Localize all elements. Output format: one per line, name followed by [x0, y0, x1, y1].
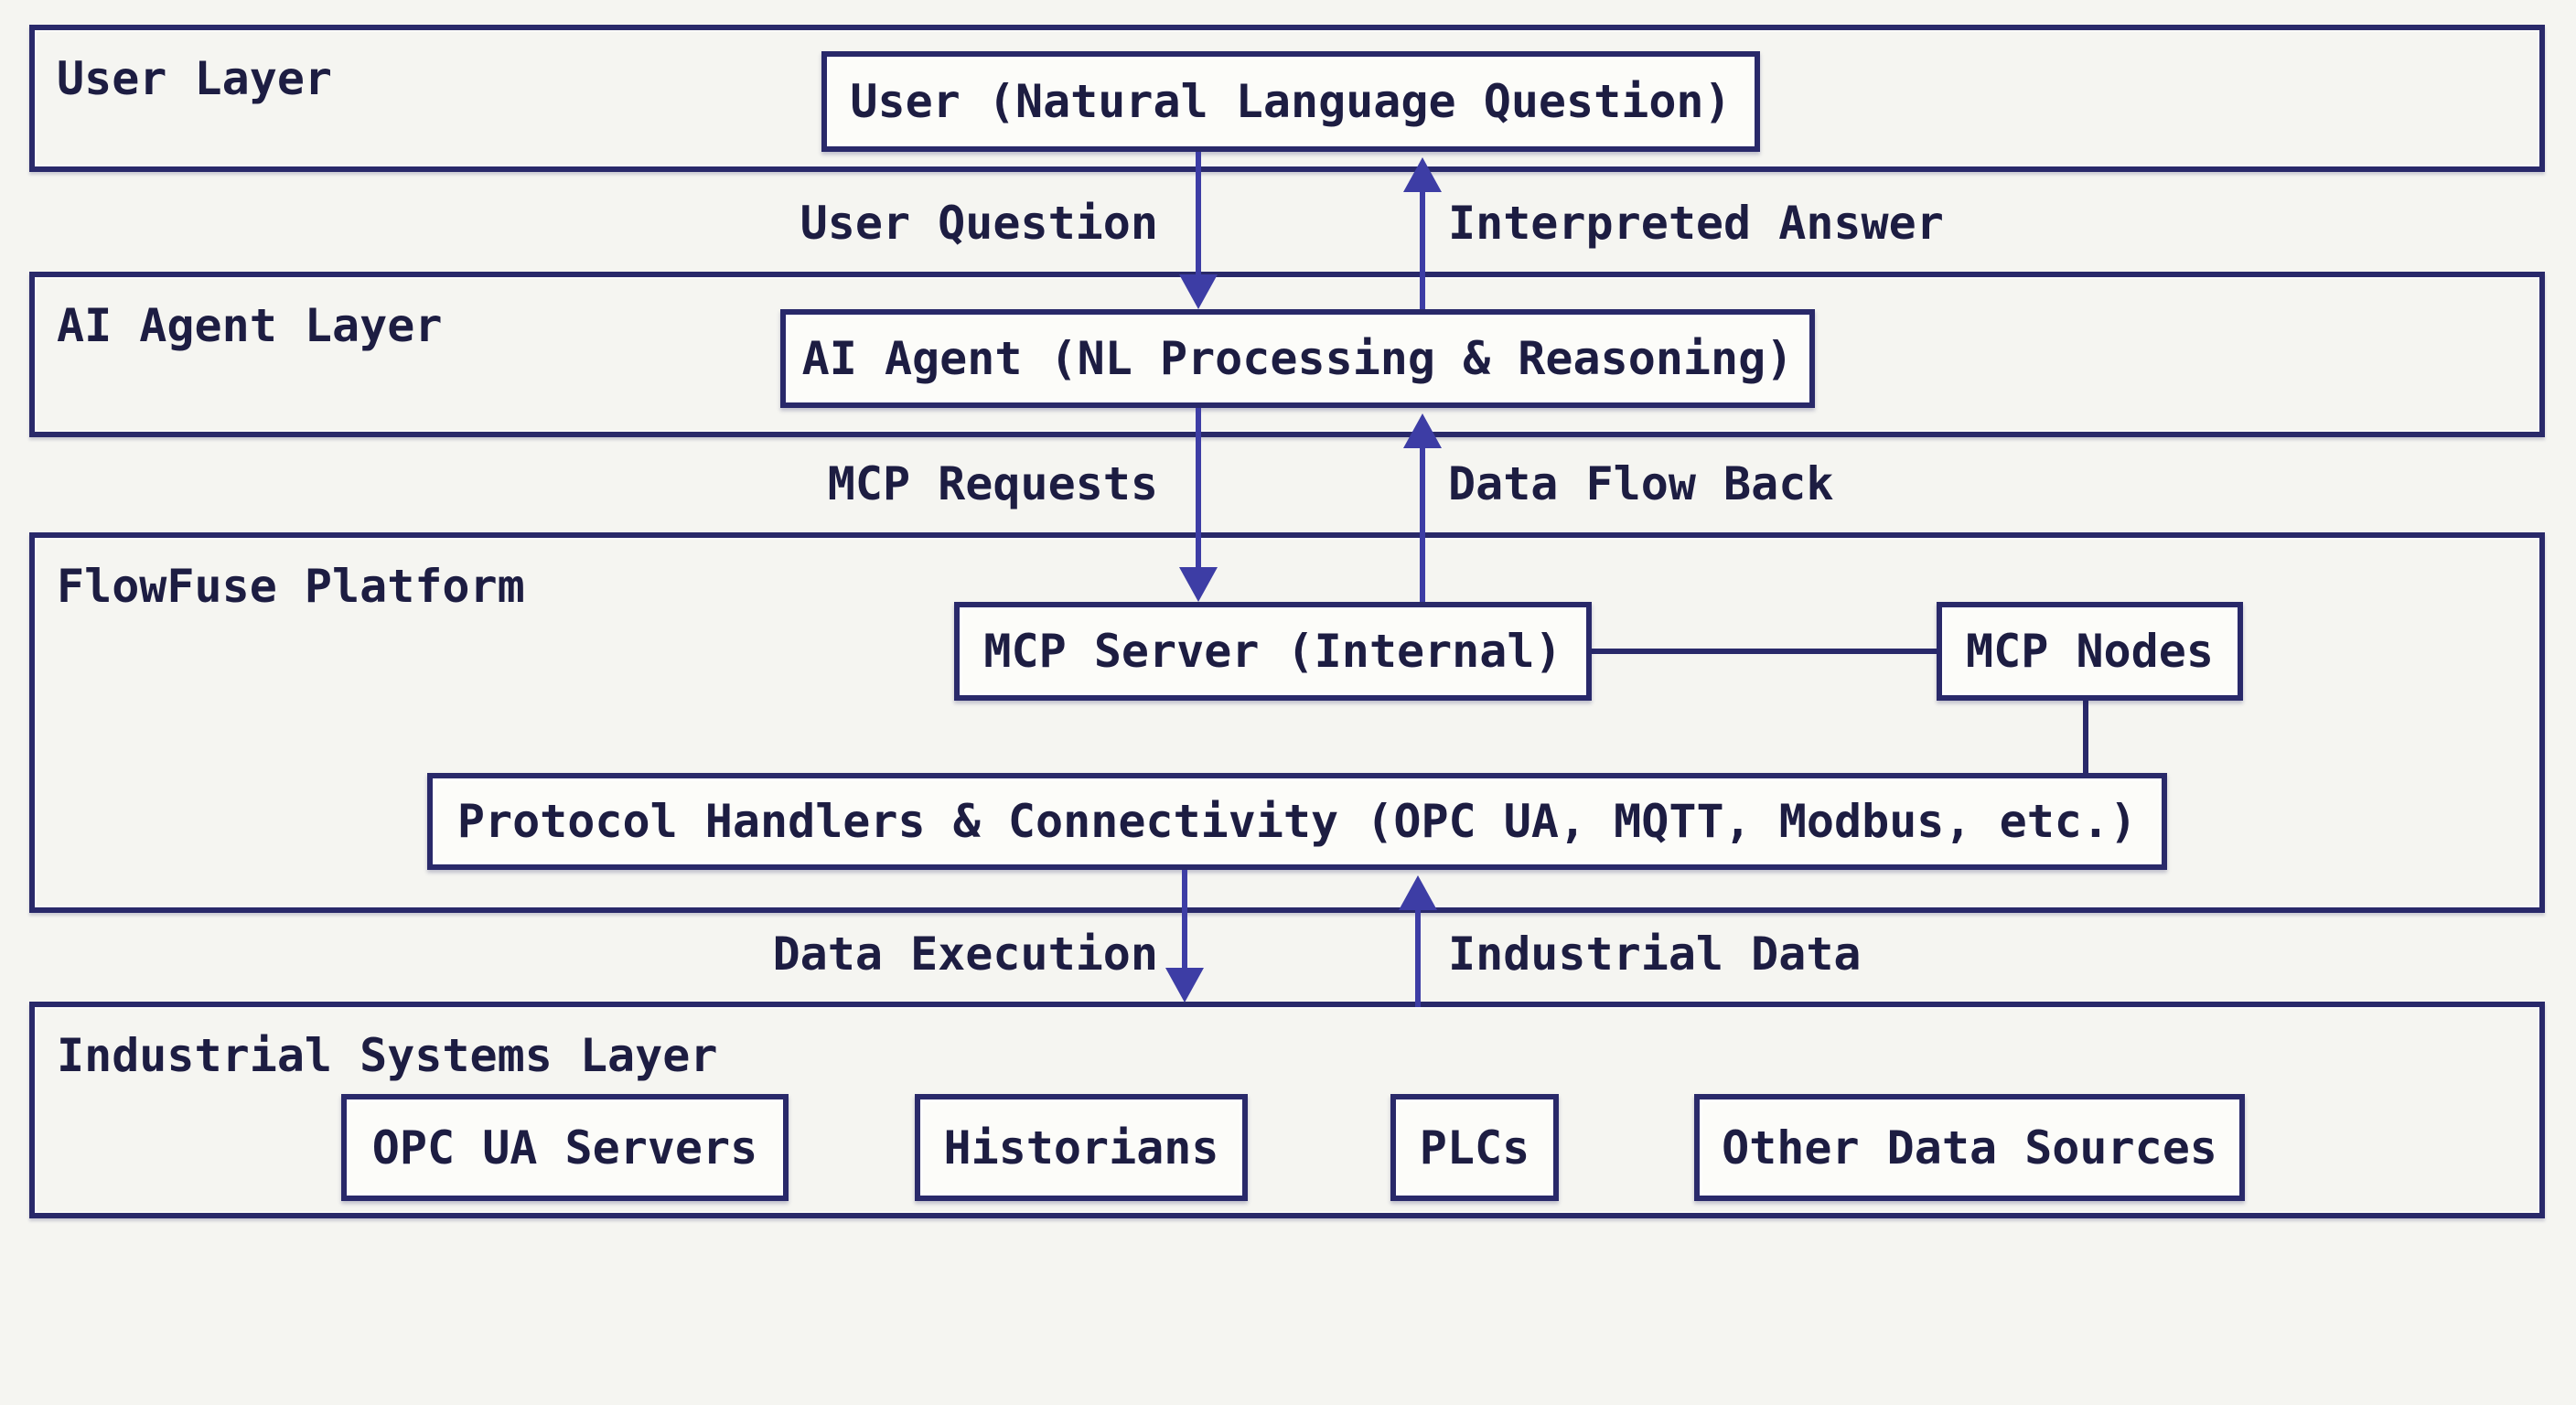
- layer-flowfuse-platform-label: FlowFuse Platform: [57, 560, 525, 613]
- edge-label-data-flow-back: Data Flow Back: [1448, 457, 1834, 510]
- arrow-data-flow-back-line: [1420, 445, 1425, 602]
- node-other-data-sources-label: Other Data Sources: [1722, 1121, 2217, 1174]
- layer-ai-agent: AI Agent Layer: [29, 272, 2545, 437]
- node-ai-agent-label: AI Agent (NL Processing & Reasoning): [801, 332, 1794, 385]
- node-other-data-sources: Other Data Sources: [1694, 1094, 2245, 1201]
- node-mcp-server: MCP Server (Internal): [954, 602, 1592, 701]
- node-protocol-handlers-label: Protocol Handlers & Connectivity (OPC UA…: [456, 795, 2138, 848]
- layer-ai-agent-label: AI Agent Layer: [57, 299, 443, 352]
- arrow-data-execution-line: [1182, 870, 1187, 971]
- node-user: User (Natural Language Question): [821, 51, 1760, 152]
- node-mcp-server-label: MCP Server (Internal): [983, 625, 1562, 678]
- edge-label-interpreted-answer: Interpreted Answer: [1448, 197, 1944, 250]
- arrowhead-up-icon: [1403, 157, 1442, 192]
- node-historians: Historians: [915, 1094, 1248, 1201]
- edge-label-user-question: User Question: [800, 197, 1158, 250]
- layer-user-label: User Layer: [57, 52, 333, 105]
- arrow-industrial-data-line: [1415, 906, 1421, 1007]
- layer-industrial-systems-label: Industrial Systems Layer: [57, 1029, 718, 1082]
- layer-user: User Layer: [29, 25, 2545, 172]
- arrowhead-up-icon: [1403, 413, 1442, 448]
- connector-mcp-server-to-mcp-nodes: [1592, 649, 1937, 654]
- arrowhead-down-icon: [1165, 968, 1204, 1003]
- node-mcp-nodes: MCP Nodes: [1937, 602, 2243, 701]
- arrow-user-question-line: [1196, 152, 1201, 276]
- layer-industrial-systems: Industrial Systems Layer: [29, 1002, 2545, 1218]
- edge-label-data-execution: Data Execution: [772, 928, 1158, 981]
- node-protocol-handlers: Protocol Handlers & Connectivity (OPC UA…: [427, 773, 2167, 870]
- edge-label-industrial-data: Industrial Data: [1448, 928, 1862, 981]
- layer-flowfuse-platform: FlowFuse Platform: [29, 532, 2545, 913]
- node-historians-label: Historians: [943, 1121, 1219, 1174]
- node-user-label: User (Natural Language Question): [850, 75, 1732, 128]
- node-opc-ua-servers: OPC UA Servers: [341, 1094, 789, 1201]
- node-opc-ua-servers-label: OPC UA Servers: [371, 1121, 758, 1174]
- node-ai-agent: AI Agent (NL Processing & Reasoning): [780, 309, 1815, 408]
- node-plcs-label: PLCs: [1419, 1121, 1530, 1174]
- arrowhead-down-icon: [1179, 274, 1218, 309]
- edge-label-mcp-requests: MCP Requests: [827, 457, 1158, 510]
- arrowhead-down-icon: [1179, 567, 1218, 602]
- arrow-interpreted-answer-line: [1420, 188, 1425, 309]
- connector-mcp-nodes-to-protocol: [2083, 701, 2088, 773]
- arrow-mcp-requests-line: [1196, 408, 1201, 570]
- arrowhead-up-icon: [1399, 875, 1437, 910]
- node-plcs: PLCs: [1390, 1094, 1559, 1201]
- node-mcp-nodes-label: MCP Nodes: [1966, 625, 2214, 678]
